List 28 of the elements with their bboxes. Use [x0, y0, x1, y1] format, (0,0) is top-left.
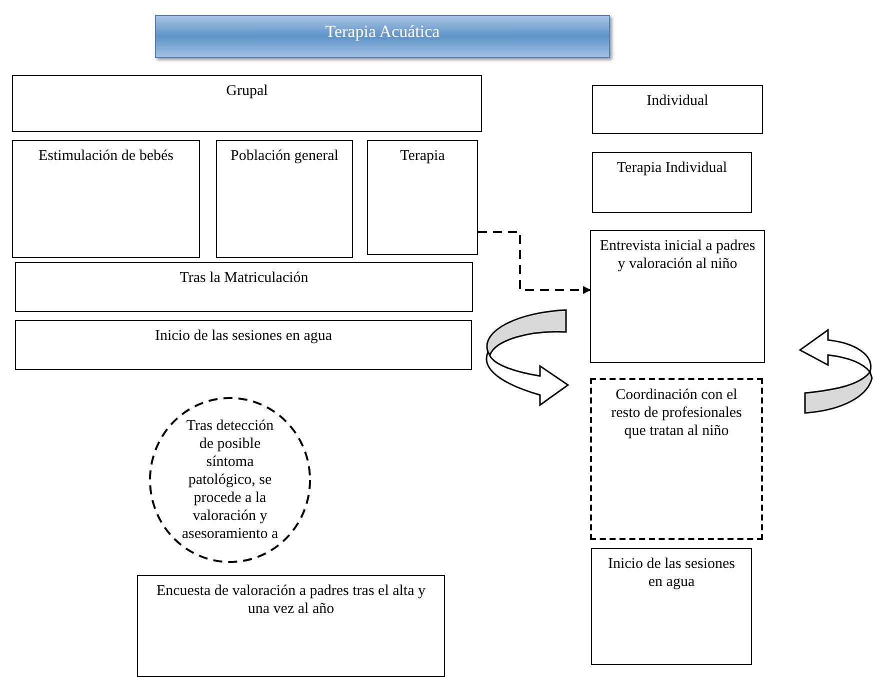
box-label: Coordinación con el resto de profesionales que tratan al niño — [610, 386, 743, 440]
dashed-box — [590, 378, 763, 540]
box-label: Inicio de las sesiones en agua — [154, 327, 334, 345]
text-box — [15, 262, 473, 312]
box-label: Tras la Matriculación — [178, 269, 310, 287]
box-label: Individual — [646, 92, 710, 110]
box-label: Grupal — [225, 82, 269, 100]
text-box — [592, 152, 752, 213]
box-label: Inicio de las sesiones en agua — [606, 555, 736, 591]
box-label: Entrevista inicial a padres y valoración al niño — [599, 237, 756, 273]
text-box — [137, 575, 445, 677]
box-label: Terapia — [399, 147, 446, 165]
text-box — [12, 75, 482, 132]
text-box — [367, 140, 478, 255]
circle-text: Tras detección de posible síntoma patológico, se procede a la valoración y asesoramiento a — [180, 417, 280, 543]
box-label: Población general — [230, 147, 340, 165]
title-banner — [155, 15, 610, 58]
text-box — [590, 230, 765, 363]
text-box — [592, 85, 763, 134]
text-box — [15, 320, 472, 370]
box-label: Terapia Acuática — [324, 22, 441, 42]
text-box — [12, 140, 200, 258]
text-box — [216, 140, 353, 258]
text-box — [591, 548, 752, 665]
box-label: Encuesta de valoración a padres tras el alta y una vez al año — [155, 582, 427, 618]
box-label: Terapia Individual — [616, 159, 728, 177]
box-label: Estimulación de bebés — [38, 147, 174, 165]
dashed-arrow — [478, 231, 591, 294]
